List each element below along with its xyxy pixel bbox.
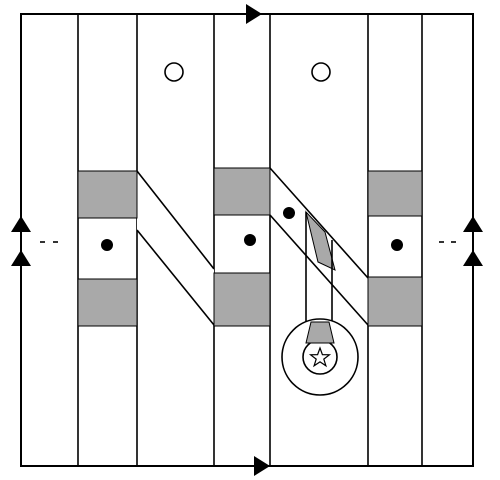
shaded-block-strip-2-upper xyxy=(213,167,271,216)
open-circle-left xyxy=(164,62,184,82)
edge-arrows xyxy=(11,4,483,476)
shaded-block-strip-3-upper xyxy=(367,170,423,217)
filled-dots xyxy=(101,207,403,251)
dot-band-2 xyxy=(283,207,295,219)
star-icon xyxy=(308,346,332,368)
shaded-block-strip-3-lower xyxy=(367,276,423,327)
right-arrow-lower-icon xyxy=(463,250,483,266)
diagonal-band-1 xyxy=(136,170,215,326)
top-arrow-icon xyxy=(246,4,262,24)
shaded-block-strip-1-upper xyxy=(77,170,138,219)
open-circle-right xyxy=(311,62,331,82)
dot-strip-2 xyxy=(244,234,256,246)
right-arrow-upper-icon xyxy=(463,216,483,232)
dot-strip-1 xyxy=(101,239,113,251)
shaded-block-strip-2-lower xyxy=(213,272,271,327)
inner-ring xyxy=(302,339,338,375)
shaded-blocks xyxy=(77,167,423,327)
left-arrow-lower-icon xyxy=(11,250,31,266)
connector-wedge xyxy=(305,321,335,344)
vertical-lines xyxy=(77,14,423,466)
bottom-arrow-icon xyxy=(254,456,270,476)
open-circles xyxy=(164,62,331,82)
tether xyxy=(305,210,336,322)
dot-strip-3 xyxy=(391,239,403,251)
left-arrow-upper-icon xyxy=(11,216,31,232)
star-hole xyxy=(281,318,359,396)
shaded-block-strip-1-lower xyxy=(77,278,138,327)
